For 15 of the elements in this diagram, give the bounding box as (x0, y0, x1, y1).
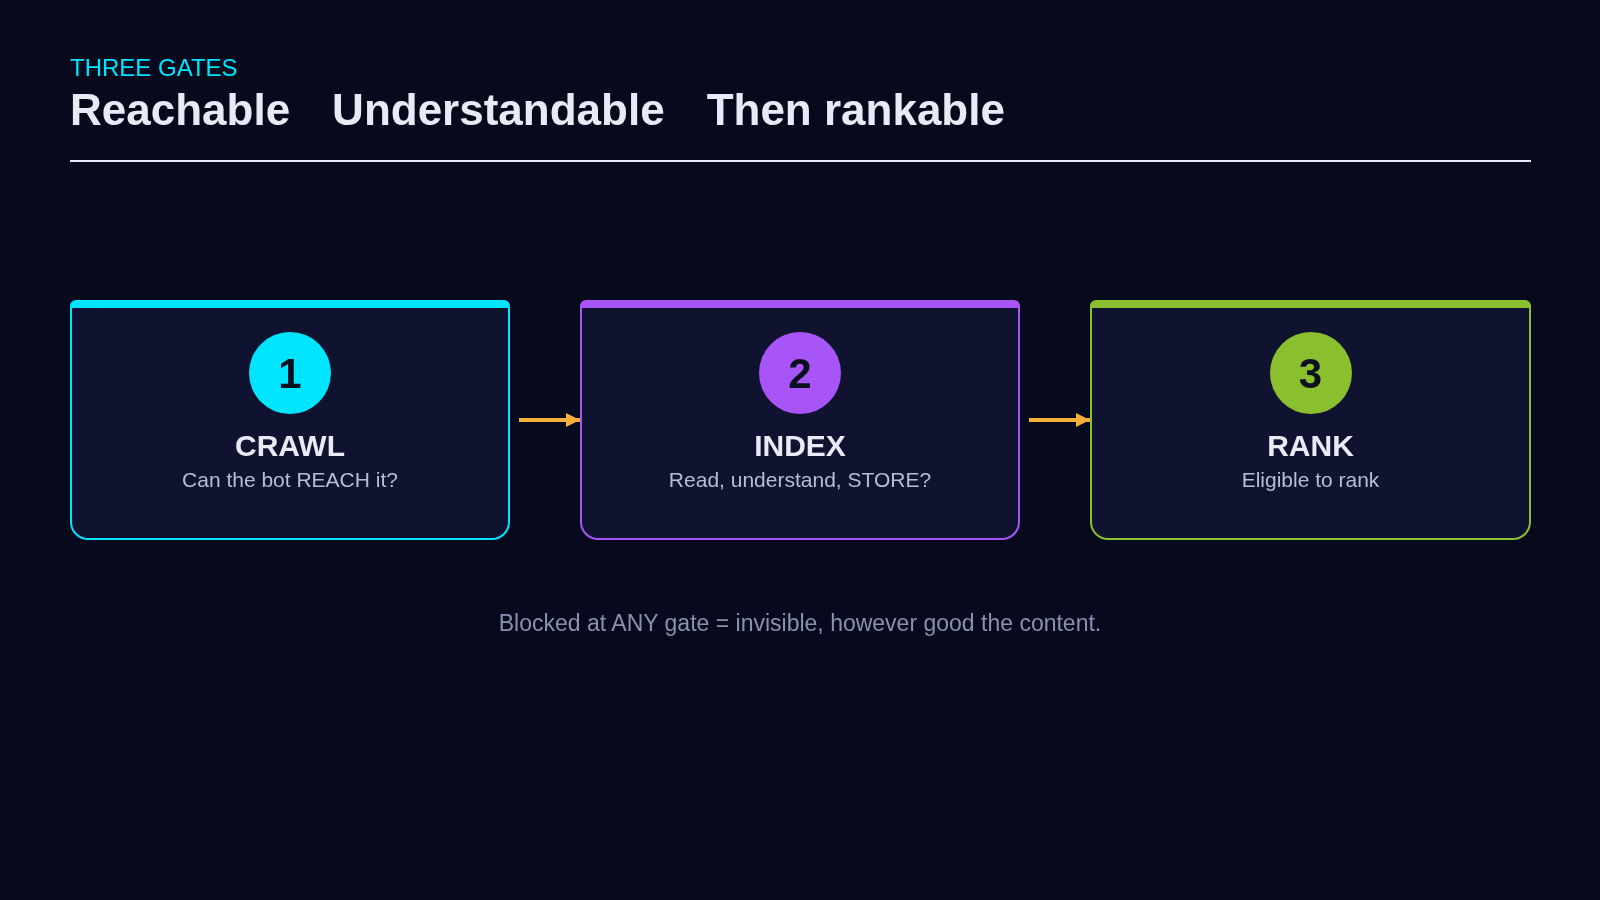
heading-word: Understandable (332, 84, 665, 136)
gate-title: RANK (1267, 428, 1354, 464)
gate-title: CRAWL (235, 428, 345, 464)
eyebrow-label: THREE GATES (70, 54, 238, 82)
gate-question: Can the bot REACH it? (182, 467, 398, 493)
gate-card (70, 300, 510, 540)
caption-note: Blocked at ANY gate = invisible, however good the content. (498, 609, 1102, 638)
heading-word: Reachable (70, 84, 291, 136)
gate-card (1090, 300, 1531, 540)
gate-card (580, 300, 1020, 540)
arrow (1029, 413, 1090, 427)
gate-question: Eligible to rank (1241, 467, 1380, 493)
heading-word: Then rankable (706, 84, 1005, 136)
gate-title: INDEX (754, 428, 846, 464)
gate-question: Read, understand, STORE? (668, 467, 932, 493)
